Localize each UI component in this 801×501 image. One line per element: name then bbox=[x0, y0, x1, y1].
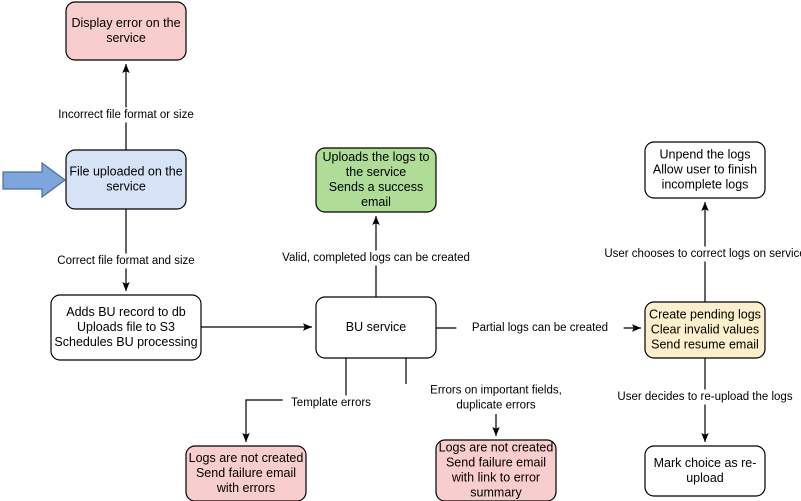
node-label-line: with errors bbox=[216, 481, 275, 495]
node-label-line: summary bbox=[470, 485, 522, 499]
edge-label: User decides to re-upload the logs bbox=[617, 391, 792, 403]
node-label-line: Send failure email bbox=[446, 455, 546, 469]
edge-incorrect-file-format-or-size: Incorrect file format or size bbox=[36, 63, 216, 150]
edge-partial-logs-can-be-created: Partial logs can be created bbox=[436, 320, 642, 336]
edge-label: Incorrect file format or size bbox=[58, 109, 193, 121]
start-arrow-layer bbox=[2, 161, 67, 199]
edge-errors-on-important-fields-duplicate-errors: Errors on important fields, duplicate err… bbox=[405, 358, 580, 437]
node-box[interactable] bbox=[65, 1, 187, 61]
node-box[interactable] bbox=[644, 301, 766, 359]
node-label-line: incomplete logs bbox=[662, 177, 749, 191]
node-label-line: Sends a success bbox=[329, 180, 424, 194]
edge-label: Errors on important fields, bbox=[430, 385, 562, 397]
edge-label: duplicate errors bbox=[456, 400, 536, 412]
node-label-line: Send resume email bbox=[651, 337, 759, 351]
node-label-line: Unpend the logs bbox=[659, 147, 750, 161]
node-label-line: upload bbox=[686, 471, 724, 485]
node-label-line: Schedules BU processing bbox=[54, 335, 197, 349]
edge-label: Partial logs can be created bbox=[472, 322, 608, 334]
node-label-line: File uploaded on the bbox=[69, 164, 182, 178]
edge-label-backing bbox=[265, 250, 487, 266]
node-label-line: Adds BU record to db bbox=[66, 305, 186, 319]
edge-label-backing bbox=[600, 389, 801, 405]
edge-correct-file-format-and-size: Correct file format and size bbox=[39, 209, 213, 292]
start-arrow-indicator bbox=[2, 161, 67, 199]
node-box[interactable] bbox=[65, 149, 187, 210]
node-label-line: email bbox=[361, 195, 391, 209]
edge-label-backing bbox=[412, 383, 580, 398]
node-label-line: Uploads file to S3 bbox=[77, 320, 175, 334]
node-label-line: Display error on the bbox=[71, 16, 180, 30]
node-label-line: with link to error bbox=[451, 470, 540, 484]
node-box[interactable] bbox=[315, 296, 437, 359]
edge-label-backing bbox=[36, 107, 216, 123]
node-label-line: the service bbox=[346, 165, 406, 179]
node-box[interactable] bbox=[644, 445, 766, 497]
edge-user-chooses-to-correct-logs-on-service: User chooses to correct logs on service bbox=[585, 201, 801, 302]
node-bu-service[interactable]: BU service bbox=[315, 296, 437, 359]
node-label-line: service bbox=[106, 31, 146, 45]
node-box[interactable] bbox=[50, 294, 202, 361]
node-mark-choice-as-re-upload[interactable]: Mark choice as re-upload bbox=[644, 445, 766, 497]
node-box[interactable] bbox=[644, 141, 766, 199]
node-box[interactable] bbox=[185, 445, 307, 501]
edge-valid-completed-logs-can-be-created: Valid, completed logs can be created bbox=[265, 215, 487, 297]
edge-label: Template errors bbox=[291, 397, 371, 409]
node-label-line: Clear invalid values bbox=[651, 322, 759, 336]
node-label-line: Uploads the logs to bbox=[322, 150, 429, 164]
node-label-line: Mark choice as re- bbox=[654, 456, 757, 470]
edge-label-backing bbox=[456, 320, 624, 336]
edge-user-decides-to-re-upload-the-logs: User decides to re-upload the logs bbox=[600, 358, 801, 443]
node-label-line: Allow user to finish bbox=[653, 162, 757, 176]
edge-label-backing bbox=[444, 398, 548, 413]
node-label-line: BU service bbox=[346, 320, 406, 334]
node-label-line: Send failure email bbox=[196, 466, 296, 480]
edge-label: User chooses to correct logs on service bbox=[604, 248, 801, 260]
node-label-line: Logs are not created bbox=[189, 451, 304, 465]
edge-label-backing bbox=[585, 246, 801, 262]
edge-label: Valid, completed logs can be created bbox=[282, 252, 470, 264]
node-box[interactable] bbox=[315, 147, 437, 213]
edge-label-backing bbox=[282, 395, 380, 411]
edge-label-backing bbox=[39, 253, 213, 269]
node-label-line: service bbox=[106, 179, 146, 193]
node-label-line: Create pending logs bbox=[649, 307, 761, 321]
node-label-line: Logs are not created bbox=[439, 440, 554, 454]
edge-label: Correct file format and size bbox=[57, 255, 194, 267]
edge-template-errors: Template errors bbox=[242, 358, 380, 443]
node-box[interactable] bbox=[435, 439, 557, 501]
